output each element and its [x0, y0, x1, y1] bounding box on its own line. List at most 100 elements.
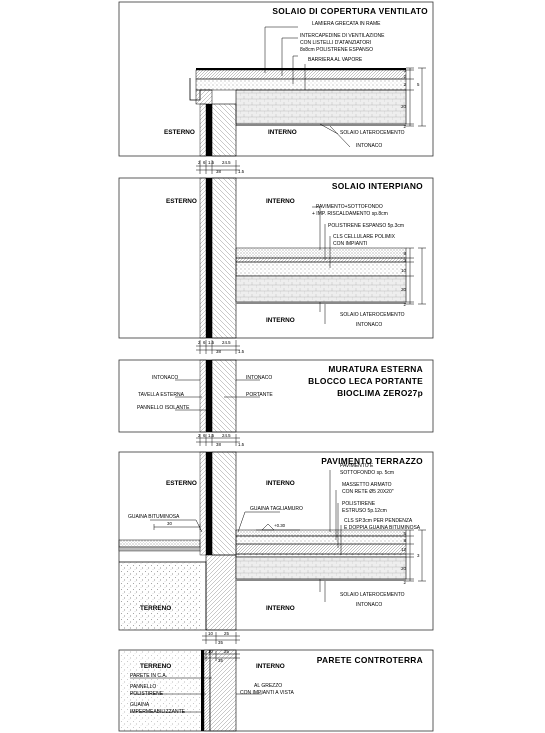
dim-value: 25: [224, 631, 229, 636]
annotation-label: CLS SP.3cm PER PENDENZA: [344, 518, 413, 524]
annotation-label: PAVIMENTO E: [340, 463, 374, 469]
roof-insulation: [195, 78, 407, 91]
dim-value: 25: [224, 649, 229, 654]
dimension-strip-1: 2 6 1.5 24.5 38 1.5: [196, 160, 245, 174]
dim-value: 10: [208, 631, 213, 636]
dim-value: 20: [401, 566, 406, 571]
section-frame: [118, 177, 434, 339]
dim-value: 1.5: [238, 169, 245, 174]
section-title: SOLAIO DI COPERTURA VENTILATO: [272, 6, 428, 16]
section-title: MURATURA ESTERNA: [328, 364, 423, 374]
roof-copper-sheet: [196, 68, 406, 70]
annotation-label: BARRIERA AL VAPORE: [308, 57, 363, 63]
roof-ventilation: [195, 69, 407, 80]
annotation-label: PORTANTE: [246, 392, 273, 398]
wall-bearing: [211, 451, 237, 556]
annotation-label: INTONACO: [152, 375, 178, 381]
outer-pavement: [118, 539, 201, 548]
section-title: SOLAIO INTERPIANO: [332, 181, 423, 191]
room-label: INTERNO: [268, 129, 297, 136]
annotation-label: INTONACO: [246, 375, 272, 381]
annotation-label: CON LISTELLI D'ATANZIATORI: [300, 40, 371, 46]
annotation-label: PANNELLO: [130, 684, 156, 690]
dim-value: 24.5: [222, 160, 231, 165]
annotation-label: E DOPPIA GUAINA BITUMINOSA: [344, 525, 421, 531]
wall-bearing: [211, 177, 237, 339]
annotation-label: + IMP. RISCALDAMENTO sp.8cm: [312, 211, 388, 217]
dim-value: 38: [216, 442, 221, 447]
annotation-label: CON IMPIANTI A VISTA: [240, 690, 294, 696]
ground: [119, 650, 201, 731]
wall-outer-leaf: [199, 451, 207, 556]
dim-value: 2: [198, 433, 201, 438]
section-terrace: PAVIMENTO TERRAZZO ESTERNO INTERNO TERRE…: [118, 451, 434, 631]
wall-insulation: [206, 178, 212, 338]
dimension-line: [202, 651, 240, 661]
section-title: PAVIMENTO TERRAZZO: [321, 456, 423, 466]
dim-value: 20: [401, 287, 406, 292]
level-marker-icon: [261, 523, 275, 531]
annotation-label: POLISTIRENE: [130, 691, 164, 697]
annotation-label: POLISTIRENE ESPANSO 5p.3cm: [328, 223, 404, 229]
dim-value: 6: [203, 433, 206, 438]
dimension-strip-2: 2 6 1.5 24.5 38 1.5: [196, 340, 245, 354]
room-label: INTERNO: [266, 198, 295, 205]
dimension-line: [153, 524, 201, 530]
dim-value: 1.5: [238, 442, 245, 447]
insulation-panel: [203, 649, 211, 732]
room-label: INTERNO: [266, 480, 295, 487]
annotation-label: PARETE IN C.A.: [130, 673, 167, 679]
roof-slab: [235, 89, 407, 125]
wall-insulation: [206, 360, 212, 432]
dim-value: 8: [404, 251, 407, 256]
annotation-label: INTONACO: [356, 322, 382, 328]
dim-value: 6: [203, 160, 206, 165]
section-wall: MURATURA ESTERNA BLOCCO LECA PORTANTE BI…: [118, 359, 434, 433]
dim-value: 24.5: [222, 433, 231, 438]
annotation-label: SOLAIO LATEROCEMENTO: [340, 592, 405, 598]
room-label: ESTERNO: [166, 198, 197, 205]
dim-value: 2: [404, 82, 407, 87]
floor-slab: [235, 556, 407, 580]
wall-outer-leaf: [199, 103, 207, 157]
dim-value: 2: [198, 160, 201, 165]
section-frame: [118, 359, 434, 433]
annotation-label: TAVELLA ESTERNA: [138, 392, 185, 398]
annotation-label: POLISTIRENE: [342, 501, 376, 507]
annotation-label: GUAINA TAGLIAMURO: [250, 506, 303, 512]
roof-plaster: [236, 124, 406, 126]
floor-membrane: [235, 553, 407, 558]
annotation-label: CON IMPIANTI: [333, 241, 367, 247]
dim-value: 2: [198, 340, 201, 345]
dimension-chain: [406, 529, 414, 582]
dim-value: 1.5: [238, 349, 245, 354]
annotation-label: INTONACO: [356, 602, 382, 608]
dimension-total: [418, 529, 426, 582]
wall-insulation: [206, 452, 212, 555]
dim-value: 8: [404, 538, 407, 543]
annotation-label: CLS CELLULARE POLIMIX: [333, 234, 396, 240]
section-roof: SOLAIO DI COPERTURA VENTILATO ESTERNO IN…: [118, 1, 434, 157]
room-label: INTERNO: [266, 605, 295, 612]
leader: [281, 37, 298, 76]
floor-screed: [235, 535, 407, 545]
floor-plaster: [236, 579, 406, 581]
dim-value: 6: [203, 340, 206, 345]
dim-value: 20: [401, 104, 406, 109]
ground: [119, 562, 201, 630]
room-label: INTERNO: [256, 663, 285, 670]
leader: [312, 206, 321, 250]
dim-value: 10: [208, 649, 213, 654]
section-retaining-wall: PARETE CONTROTERRA TERRENO INTERNO PARET…: [118, 649, 434, 732]
dim-value: 30: [167, 521, 172, 526]
leader: [319, 123, 339, 135]
dim-value: 1.5: [208, 160, 215, 165]
section-title: BLOCCO LECA PORTANTE: [308, 376, 423, 386]
wall-outer-leaf: [199, 177, 207, 339]
dim-value: 12: [401, 547, 406, 552]
dimension-line: [202, 632, 240, 644]
outer-pavement-base: [118, 546, 201, 552]
dim-value: 3: [404, 68, 407, 73]
dim-value: 1.5: [208, 433, 215, 438]
